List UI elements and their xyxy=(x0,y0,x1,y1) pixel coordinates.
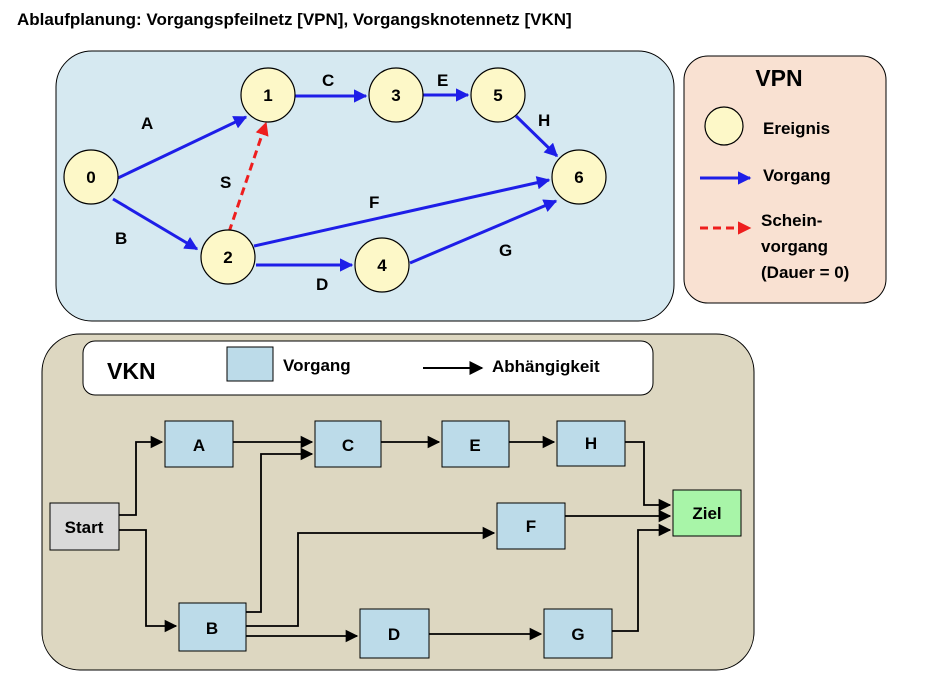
legend-event-label: Ereignis xyxy=(763,119,830,138)
activity-label-s: S xyxy=(220,173,231,192)
vpn-legend-title: VPN xyxy=(755,65,802,91)
vkn-legend-activity-box xyxy=(226,346,274,382)
event-node-5 xyxy=(470,67,526,123)
event-label-2: 2 xyxy=(223,248,232,267)
event-node-6 xyxy=(551,149,607,205)
dep-b-f xyxy=(246,526,496,627)
legend-dummy-label-1: Schein- xyxy=(761,211,822,230)
arrow-b xyxy=(112,197,199,251)
vkn-label-c: C xyxy=(342,436,354,455)
vkn-node-c xyxy=(314,420,382,468)
legend-activity-label: Vorgang xyxy=(763,166,831,185)
dep-start-b xyxy=(119,529,178,633)
event-label-5: 5 xyxy=(493,86,502,105)
event-node-4 xyxy=(354,237,410,293)
activity-label-h: H xyxy=(538,111,550,130)
event-node-0 xyxy=(63,149,119,205)
activity-label-d: D xyxy=(316,275,328,294)
vkn-node-ziel xyxy=(672,489,742,537)
activity-label-g: G xyxy=(499,241,512,260)
activity-label-e: E xyxy=(437,71,448,90)
vkn-node-g xyxy=(543,608,613,659)
vkn-label-g: G xyxy=(571,625,584,644)
event-node-3 xyxy=(368,67,424,123)
event-label-6: 6 xyxy=(574,168,583,187)
activity-label-f: F xyxy=(369,193,379,212)
vkn-legend-panel xyxy=(82,340,654,396)
legend-dummy-label-3: (Dauer = 0) xyxy=(761,263,849,282)
dep-h-ziel xyxy=(625,441,672,512)
vkn-node-start xyxy=(49,502,120,551)
vkn-node-a xyxy=(164,420,234,468)
vkn-node-h xyxy=(556,420,626,467)
event-label-1: 1 xyxy=(263,86,272,105)
activity-label-c: C xyxy=(322,71,334,90)
arrow-h xyxy=(514,114,559,158)
dep-start-a xyxy=(119,435,164,516)
event-node-1 xyxy=(240,67,296,123)
vkn-legend-activity-label: Vorgang xyxy=(283,356,351,375)
vkn-label-b: B xyxy=(206,619,218,638)
legend-event-symbol xyxy=(704,106,744,146)
event-node-2 xyxy=(200,229,256,285)
vkn-label-d: D xyxy=(388,625,400,644)
activity-label-a: A xyxy=(141,114,153,133)
vkn-label-h: H xyxy=(585,434,597,453)
event-label-3: 3 xyxy=(391,86,400,105)
dep-b-c xyxy=(246,447,314,613)
vkn-node-e xyxy=(441,420,510,468)
vkn-node-d xyxy=(359,608,430,659)
vkn-node-b xyxy=(178,602,247,652)
vkn-label-a: A xyxy=(193,436,205,455)
event-label-0: 0 xyxy=(86,168,95,187)
vkn-label-ziel: Ziel xyxy=(692,504,721,523)
vkn-label-start: Start xyxy=(65,518,104,537)
legend-dummy-label-2: vorgang xyxy=(761,237,828,256)
arrow-g xyxy=(409,199,558,265)
vkn-node-f xyxy=(496,502,566,550)
vkn-label-e: E xyxy=(469,436,480,455)
vpn-arrows xyxy=(112,88,559,272)
arrow-f xyxy=(253,176,551,248)
event-label-4: 4 xyxy=(377,256,387,275)
activity-label-b: B xyxy=(115,229,127,248)
vkn-arrows xyxy=(119,435,672,643)
arrow-a xyxy=(117,115,248,180)
vkn-legend-dependency-label: Abhängigkeit xyxy=(492,357,600,376)
vkn-legend-title: VKN xyxy=(107,358,156,384)
vkn-panel xyxy=(41,333,755,671)
page-title: Ablaufplanung: Vorgangspfeilnetz [VPN], … xyxy=(17,10,572,29)
dep-g-ziel xyxy=(612,523,672,632)
vkn-label-f: F xyxy=(526,517,536,536)
arrow-s-dummy xyxy=(227,121,269,233)
